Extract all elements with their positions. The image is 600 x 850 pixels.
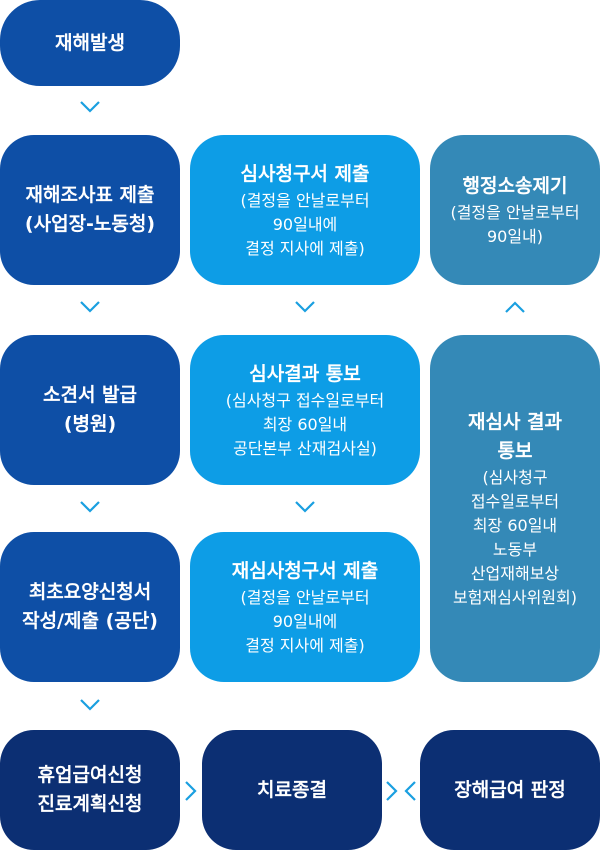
step-rereview-request-sub3: 결정 지사에 제출): [245, 635, 365, 655]
step-rereview-result-title2: 통보: [497, 439, 533, 462]
step-medical-opinion-line2: (병원): [63, 413, 117, 435]
step-leave-benefit-line1: 휴업급여신청: [37, 764, 143, 786]
step-accident-occurrence-title: 재해발생: [55, 31, 125, 54]
step-review-result-sub1: (심사청구 접수일로부터: [225, 390, 385, 410]
step-review-result-sub3: 공단본부 산재검사실): [233, 438, 377, 458]
step-review-result-title: 심사결과 통보: [249, 362, 361, 385]
step-lawsuit-sub2: 90일내): [486, 226, 544, 246]
step-rereview-result-sub5: 산업재해보상: [470, 563, 560, 583]
step-rereview-request-sub1: (결정을 안날로부터: [240, 587, 370, 607]
step-administrative-lawsuit: 행정소송제기 (결정을 안날로부터 90일내): [430, 135, 600, 285]
step-treatment-end-title: 치료종결: [257, 778, 327, 801]
step-rereview-request: 재심사청구서 제출 (결정을 안날로부터 90일내에 결정 지사에 제출): [190, 532, 420, 682]
chevron-down-icon: [79, 100, 101, 114]
chevron-down-icon: [79, 500, 101, 514]
step-review-request: 심사청구서 제출 (결정을 안날로부터 90일내에 결정 지사에 제출): [190, 135, 420, 285]
step-rereview-request-sub2: 90일내에: [272, 611, 338, 631]
step-rereview-result-sub1: (심사청구: [482, 467, 548, 487]
step-rereview-result-sub6: 보험재심사위원회): [452, 587, 577, 607]
step-accident-report: 재해조사표 제출 (사업장-노동청): [0, 135, 180, 285]
step-accident-report-line2: (사업장-노동청): [24, 213, 156, 235]
step-rereview-result-sub2: 접수일로부터: [470, 491, 560, 511]
step-review-request-sub2: 90일내에: [272, 214, 338, 234]
step-review-result-sub2: 최장 60일내: [262, 414, 348, 434]
chevron-right-icon: [184, 780, 198, 802]
step-accident-report-line1: 재해조사표 제출: [25, 184, 155, 206]
step-rereview-result-sub4: 노동부: [492, 539, 538, 559]
step-treatment-end: 치료종결: [202, 730, 382, 850]
step-rereview-result-title1: 재심사 결과: [467, 410, 562, 433]
chevron-left-icon: [403, 780, 417, 802]
step-medical-opinion-line1: 소견서 발급: [42, 384, 137, 406]
step-review-request-title: 심사청구서 제출: [240, 162, 370, 185]
step-accident-occurrence: 재해발생: [0, 0, 180, 86]
chevron-down-icon: [79, 300, 101, 314]
step-lawsuit-title: 행정소송제기: [462, 174, 568, 197]
step-lawsuit-sub1: (결정을 안날로부터: [450, 202, 580, 222]
step-leave-benefit-line2: 진료계획신청: [37, 793, 143, 815]
step-rereview-result: 재심사 결과 통보 (심사청구 접수일로부터 최장 60일내 노동부 산업재해보…: [430, 335, 600, 682]
step-review-result: 심사결과 통보 (심사청구 접수일로부터 최장 60일내 공단본부 산재검사실): [190, 335, 420, 485]
chevron-up-icon: [504, 300, 526, 314]
step-medical-opinion: 소견서 발급 (병원): [0, 335, 180, 485]
chevron-down-icon: [79, 698, 101, 712]
step-review-request-sub3: 결정 지사에 제출): [245, 238, 365, 258]
step-rereview-request-title: 재심사청구서 제출: [231, 559, 379, 582]
step-initial-care-application: 최초요양신청서 작성/제출 (공단): [0, 532, 180, 682]
step-rereview-result-sub3: 최장 60일내: [472, 515, 558, 535]
chevron-down-icon: [294, 500, 316, 514]
step-initial-care-line1: 최초요양신청서: [28, 581, 152, 603]
chevron-down-icon: [294, 300, 316, 314]
step-initial-care-line2: 작성/제출 (공단): [22, 610, 158, 632]
step-disability-decision: 장해급여 판정: [420, 730, 600, 850]
step-review-request-sub1: (결정을 안날로부터: [240, 190, 370, 210]
chevron-right-icon: [385, 780, 399, 802]
step-disability-decision-title: 장해급여 판정: [454, 778, 566, 801]
step-leave-benefit: 휴업급여신청 진료계획신청: [0, 730, 180, 850]
